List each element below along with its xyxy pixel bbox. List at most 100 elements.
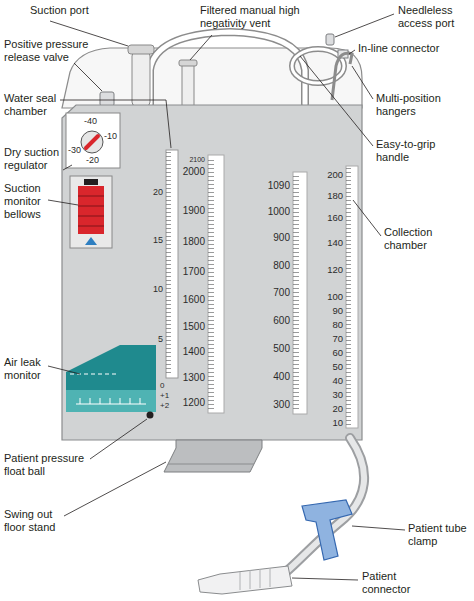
scale-number: -10 xyxy=(104,131,117,142)
leader-line xyxy=(300,56,373,146)
scale-number: 10 xyxy=(332,417,343,428)
callout-label: In-line connector xyxy=(358,42,439,55)
dial-pointer xyxy=(86,136,98,148)
dial-box xyxy=(66,113,120,168)
scale-number: 1600 xyxy=(183,294,205,306)
scale-number: 700 xyxy=(273,287,290,299)
leader-line xyxy=(63,165,72,170)
scale-number: 160 xyxy=(327,212,343,223)
callout-label: Water seal chamber xyxy=(4,92,62,118)
leader-line xyxy=(352,526,405,530)
scale-number: 15 xyxy=(153,235,163,246)
scale-number: 0 xyxy=(160,381,164,391)
patient-connector xyxy=(198,566,292,594)
scale-number: 50 xyxy=(332,361,343,372)
bellows-folds xyxy=(78,196,104,226)
callout-label: Suction port xyxy=(30,4,89,17)
tube-clamp xyxy=(302,500,352,560)
vent xyxy=(182,64,194,106)
scale-number: 1000 xyxy=(268,206,290,218)
scale-ticks xyxy=(166,152,171,376)
floor-stand xyxy=(164,440,262,472)
leader-line xyxy=(335,14,394,37)
scale-number: +2 xyxy=(160,401,169,411)
leader-line xyxy=(60,100,171,148)
scale-number: 1090 xyxy=(268,180,290,192)
vent-cap xyxy=(179,60,197,66)
scale-number: 1400 xyxy=(183,346,205,358)
water-seal-scale xyxy=(166,150,178,378)
leader-line xyxy=(190,35,212,60)
back-frame xyxy=(62,48,362,108)
leader-line xyxy=(352,66,373,99)
connector-ribs xyxy=(240,568,270,590)
scale-number: 2100 xyxy=(189,156,205,164)
needleless-port xyxy=(326,34,334,45)
callout-label: Patient connector xyxy=(362,570,426,596)
callout-label: Multi-position hangers xyxy=(376,92,466,118)
scale-number: 40 xyxy=(332,375,343,386)
air-leak-monitor xyxy=(66,345,156,412)
leader-line xyxy=(48,200,78,205)
scale-number: 800 xyxy=(273,260,290,272)
scale-number: 1900 xyxy=(183,205,205,217)
leader-line xyxy=(292,578,358,580)
callout-label: Swing out floor stand xyxy=(4,508,66,534)
scale-number: 1800 xyxy=(183,236,205,248)
dial xyxy=(81,131,103,153)
hanger xyxy=(332,53,352,100)
scale-number: 900 xyxy=(273,232,290,244)
float-ball xyxy=(147,412,154,419)
scale-number: 10 xyxy=(153,284,163,295)
release-valve xyxy=(100,92,114,106)
collection-scale xyxy=(208,155,224,413)
leader-line xyxy=(90,419,147,459)
scale-number: 120 xyxy=(327,264,343,275)
callout-label: Suction monitor bellows xyxy=(4,182,50,222)
scale-number: 80 xyxy=(332,319,343,330)
scale-number: 20 xyxy=(332,403,343,414)
scale-number: 70 xyxy=(332,333,343,344)
scale-number: 200 xyxy=(327,169,343,180)
bellows-indicator xyxy=(85,237,97,245)
scale-number: 5 xyxy=(158,334,163,345)
handle xyxy=(150,32,305,104)
scale-number: 20 xyxy=(153,187,163,198)
front-panel xyxy=(62,105,362,440)
bellows xyxy=(78,186,104,234)
scale-number: -40 xyxy=(84,116,97,127)
bellows-window xyxy=(70,176,112,248)
collection-scale xyxy=(346,166,358,428)
callout-label: Filtered manual high negativity vent xyxy=(200,4,316,30)
patient-tube xyxy=(286,438,364,572)
callout-label: Positive pressure release valve xyxy=(4,38,104,64)
scale-number: 1300 xyxy=(183,372,205,384)
scale-number: 1500 xyxy=(183,321,205,333)
air-leak-band xyxy=(66,390,156,412)
handle-inner xyxy=(150,32,305,104)
callout-label: Dry suction regulator xyxy=(4,146,64,172)
leader-line xyxy=(64,462,166,516)
scale-number: 140 xyxy=(327,237,343,248)
leader-line xyxy=(74,63,102,91)
leader-line xyxy=(349,50,355,54)
scale-number: 90 xyxy=(332,305,343,316)
scale-number: 100 xyxy=(327,291,343,302)
floor-stand-edge xyxy=(168,464,254,465)
air-leak-ticks xyxy=(76,398,146,404)
scale-ticks xyxy=(208,157,214,411)
scale-number: 600 xyxy=(273,315,290,327)
scale-number: +1 xyxy=(160,391,169,401)
scale-number: -20 xyxy=(86,155,99,166)
leader-line xyxy=(48,366,80,374)
scale-number: 1700 xyxy=(183,266,205,278)
patient-tube-inner xyxy=(286,438,364,572)
scale-ticks xyxy=(293,174,299,412)
suction-port-cap xyxy=(128,45,154,54)
callout-label: Needleless access port xyxy=(398,4,464,30)
scale-number: 500 xyxy=(273,343,290,355)
leader-line xyxy=(353,200,381,236)
scale-number: 300 xyxy=(273,399,290,411)
scale-number: 400 xyxy=(273,371,290,383)
